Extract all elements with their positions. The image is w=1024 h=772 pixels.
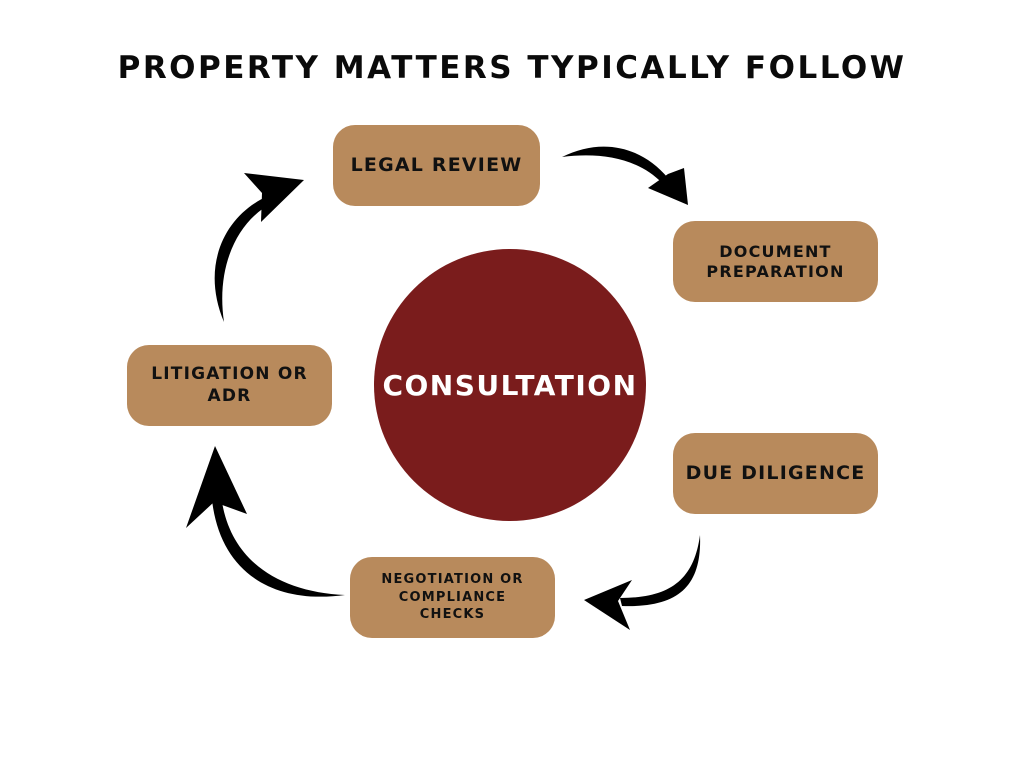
step-label-line: ADR — [207, 385, 252, 406]
step-due-diligence: DUE DILIGENCE — [673, 433, 878, 514]
step-label-line: LITIGATION OR — [151, 364, 308, 385]
step-legal-review: LEGAL REVIEW — [333, 125, 540, 206]
step-label-line: COMPLIANCE — [398, 589, 507, 605]
consultation-label: CONSULTATION — [382, 368, 638, 402]
step-label: DUE DILIGENCE — [685, 461, 866, 484]
step-document-preparation: DOCUMENT PREPARATION — [673, 221, 878, 302]
step-label-line: PREPARATION — [706, 261, 845, 281]
step-negotiation-compliance: NEGOTIATION OR COMPLIANCE CHECKS — [350, 557, 555, 638]
step-label: LEGAL REVIEW — [350, 153, 523, 176]
diagram-title: PROPERTY MATTERS TYPICALLY FOLLOW — [117, 50, 907, 86]
step-label-line: NEGOTIATION OR — [381, 572, 524, 588]
step-label-line: DOCUMENT — [719, 241, 832, 261]
consultation-circle: CONSULTATION — [374, 249, 646, 521]
step-litigation-adr: LITIGATION OR ADR — [127, 345, 332, 426]
curved-arrow-icon — [214, 173, 304, 322]
step-label-line: CHECKS — [419, 607, 486, 623]
curved-arrow-icon — [562, 146, 688, 205]
curved-arrow-icon — [186, 446, 345, 597]
curved-arrow-icon — [584, 535, 701, 630]
